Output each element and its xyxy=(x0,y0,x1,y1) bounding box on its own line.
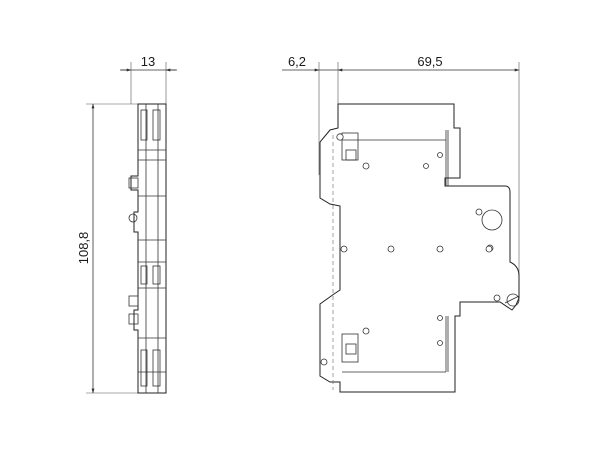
dimension-side-height: 108,8 xyxy=(76,103,95,394)
dimension-side-width: 13 xyxy=(120,54,177,72)
rotary-knob xyxy=(481,209,503,231)
front-view-body xyxy=(319,103,520,393)
dimension-side-width-label: 13 xyxy=(141,54,155,69)
front-view xyxy=(318,62,520,393)
dimension-side-height-label: 108,8 xyxy=(76,232,91,265)
dimension-front-width-label: 69,5 xyxy=(417,54,442,69)
dimension-front-offset: 6,2 xyxy=(282,54,338,72)
screw-top-left xyxy=(336,133,344,141)
dimension-front-offset-label: 6,2 xyxy=(288,54,306,69)
dimension-front-width: 69,5 xyxy=(337,54,520,72)
side-view xyxy=(86,62,167,394)
side-view-body xyxy=(130,103,167,394)
